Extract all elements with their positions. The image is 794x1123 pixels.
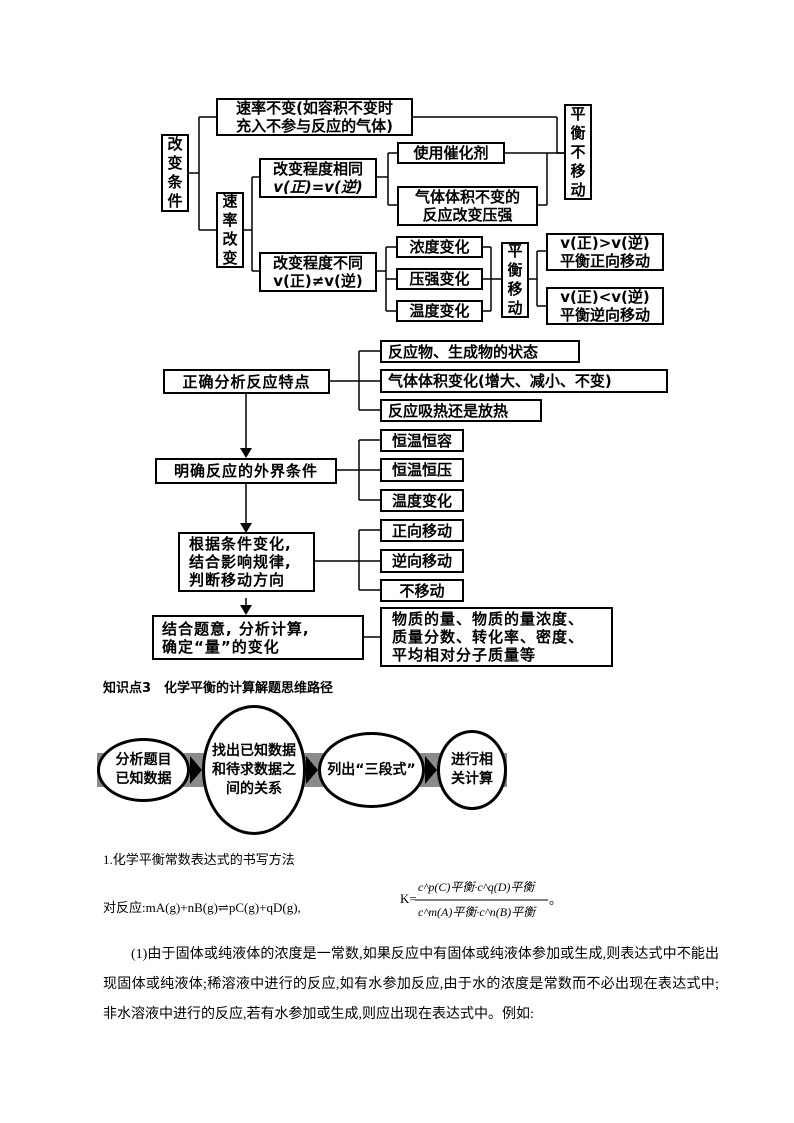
degree-diff-box: 改变程度不同 v(正)≠v(逆) bbox=[259, 252, 377, 292]
step2-label: 明确反应的外界条件 bbox=[173, 462, 318, 480]
forward-move-line1: v(正)>v(逆) bbox=[560, 234, 650, 252]
step1-label: 正确分析反应特点 bbox=[182, 372, 311, 391]
step3-box: 根据条件变化, 结合影响规律, 判断移动方向 bbox=[178, 532, 315, 592]
flow-oval-analyze-line1: 分析题目 bbox=[115, 752, 172, 768]
flow-oval-analyze: 分析题目 已知数据 bbox=[97, 738, 190, 802]
step2-box: 明确反应的外界条件 bbox=[155, 458, 337, 484]
step3-reverse-box: 逆向移动 bbox=[380, 549, 464, 573]
step3-nomove-label: 不移动 bbox=[399, 581, 445, 600]
temp-change-box: 温度变化 bbox=[396, 300, 483, 322]
degree-same-line2: v(正)=v(逆) bbox=[273, 178, 363, 196]
rate-change-label: 速率改变 bbox=[222, 192, 238, 267]
step4-quantity-line2: 质量分数、转化率、密度、 bbox=[392, 628, 585, 646]
catalyst-box: 使用催化剂 bbox=[397, 142, 505, 164]
step4-box: 结合题意, 分析计算, 确定“量”的变化 bbox=[152, 615, 364, 660]
step1-state-label: 反应物、生成物的状态 bbox=[388, 342, 539, 361]
step1-heat-box: 反应吸热还是放热 bbox=[380, 399, 542, 422]
rate-unchanged-line1: 速率不变(如容积不变时 bbox=[236, 99, 393, 117]
eq-move-label: 平衡移动 bbox=[507, 242, 523, 317]
formula-denominator: c^m(A)平衡·c^n(B)平衡 bbox=[418, 905, 536, 919]
pressure-change-label: 压强变化 bbox=[409, 270, 470, 288]
flow-oval-calc-line1: 进行相 bbox=[451, 752, 493, 768]
step2-const-tv-box: 恒温恒容 bbox=[380, 429, 464, 452]
step4-quantity-line1: 物质的量、物质的量浓度、 bbox=[392, 610, 585, 628]
reverse-move-box: v(正)<v(逆) 平衡逆向移动 bbox=[546, 287, 664, 325]
formula-end: 。 bbox=[549, 893, 563, 908]
formula-k: K= bbox=[400, 891, 417, 906]
step3-nomove-box: 不移动 bbox=[380, 579, 464, 602]
flow-oval-relation-line1: 找出已知数据 bbox=[212, 742, 296, 759]
heading-equilibrium-constant: 1.化学平衡常数表达式的书写方法 bbox=[103, 852, 295, 867]
step2-temp-label: 温度变化 bbox=[391, 491, 452, 510]
flow-oval-calc: 进行相 关计算 bbox=[437, 730, 507, 810]
step3-line1: 根据条件变化, bbox=[189, 535, 292, 553]
step4-quantity-line3: 平均相对分子质量等 bbox=[392, 646, 537, 664]
conc-change-label: 浓度变化 bbox=[409, 238, 470, 256]
rate-change-box: 速率改变 bbox=[216, 192, 244, 268]
conc-change-box: 浓度变化 bbox=[396, 236, 483, 258]
step2-temp-box: 温度变化 bbox=[380, 489, 464, 512]
section3-title: 知识点3 化学平衡的计算解题思维路径 bbox=[103, 681, 334, 696]
step3-reverse-label: 逆向移动 bbox=[391, 552, 452, 570]
flow-oval-relation: 找出已知数据 和待求数据之 间的关系 bbox=[202, 705, 306, 835]
change-condition-label: 改变条件 bbox=[167, 135, 183, 210]
forward-move-box: v(正)>v(逆) 平衡正向移动 bbox=[546, 233, 664, 271]
gas-const-line1: 气体体积不变的 bbox=[414, 188, 520, 206]
flow-oval-three-step: 列出“三段式” bbox=[318, 732, 425, 808]
degree-same-line1: 改变程度相同 bbox=[272, 160, 363, 178]
step2-const-tp-box: 恒温恒压 bbox=[380, 458, 464, 482]
step1-state-box: 反应物、生成物的状态 bbox=[380, 340, 580, 363]
flow-oval-analyze-line2: 已知数据 bbox=[115, 771, 172, 787]
rate-unchanged-box: 速率不变(如容积不变时 充入不参与反应的气体) bbox=[216, 98, 413, 136]
step2-const-tp-label: 恒温恒压 bbox=[391, 461, 452, 479]
eq-move-box: 平衡移动 bbox=[501, 242, 529, 318]
step4-quantity-box: 物质的量、物质的量浓度、 质量分数、转化率、密度、 平均相对分子质量等 bbox=[380, 607, 613, 667]
temp-change-label: 温度变化 bbox=[409, 302, 470, 320]
step1-volume-label: 气体体积变化(增大、减小、不变) bbox=[388, 372, 612, 390]
step1-box: 正确分析反应特点 bbox=[163, 369, 330, 394]
degree-diff-line1: 改变程度不同 bbox=[272, 254, 363, 272]
step2-const-tv-label: 恒温恒容 bbox=[391, 431, 452, 450]
degree-diff-line2: v(正)≠v(逆) bbox=[273, 272, 363, 290]
step3-forward-box: 正向移动 bbox=[380, 519, 464, 542]
flow-oval-relation-line3: 间的关系 bbox=[226, 780, 282, 797]
pressure-change-box: 压强变化 bbox=[396, 268, 483, 290]
step3-line3: 判断移动方向 bbox=[189, 571, 286, 589]
no-move-box: 平衡不移动 bbox=[564, 104, 592, 200]
forward-move-line2: 平衡正向移动 bbox=[559, 252, 650, 270]
no-move-label: 平衡不移动 bbox=[570, 104, 586, 199]
rate-unchanged-line2: 充入不参与反应的气体) bbox=[236, 117, 393, 135]
change-condition-box: 改变条件 bbox=[161, 134, 189, 212]
reverse-move-line2: 平衡逆向移动 bbox=[559, 306, 650, 324]
formula-numerator: c^p(C)平衡·c^q(D)平衡 bbox=[418, 880, 535, 894]
step1-heat-label: 反应吸热还是放热 bbox=[388, 401, 509, 420]
flow-oval-relation-line2: 和待求数据之 bbox=[212, 761, 296, 778]
catalyst-label: 使用催化剂 bbox=[413, 144, 489, 162]
step1-volume-box: 气体体积变化(增大、减小、不变) bbox=[380, 369, 668, 393]
flow-oval-three-step-label: 列出“三段式” bbox=[327, 761, 416, 778]
gas-const-box: 气体体积不变的 反应改变压强 bbox=[397, 186, 538, 226]
gas-const-line2: 反应改变压强 bbox=[422, 206, 513, 224]
step3-forward-label: 正向移动 bbox=[391, 521, 452, 540]
step3-line2: 结合影响规律, bbox=[189, 553, 292, 571]
step4-line1: 结合题意, 分析计算, bbox=[162, 619, 310, 638]
reverse-move-line1: v(正)<v(逆) bbox=[560, 288, 650, 306]
flow-oval-calc-line2: 关计算 bbox=[451, 771, 493, 787]
reaction-label: 对反应:mA(g)+nB(g)⇌pC(g)+qD(g), bbox=[103, 900, 301, 915]
degree-same-box: 改变程度相同 v(正)=v(逆) bbox=[259, 158, 377, 198]
paragraph-1: (1)由于固体或纯液体的浓度是一常数,如果反应中有固体或纯液体参加或生成,则表达… bbox=[103, 947, 719, 1022]
step4-line2: 确定“量”的变化 bbox=[162, 637, 280, 656]
